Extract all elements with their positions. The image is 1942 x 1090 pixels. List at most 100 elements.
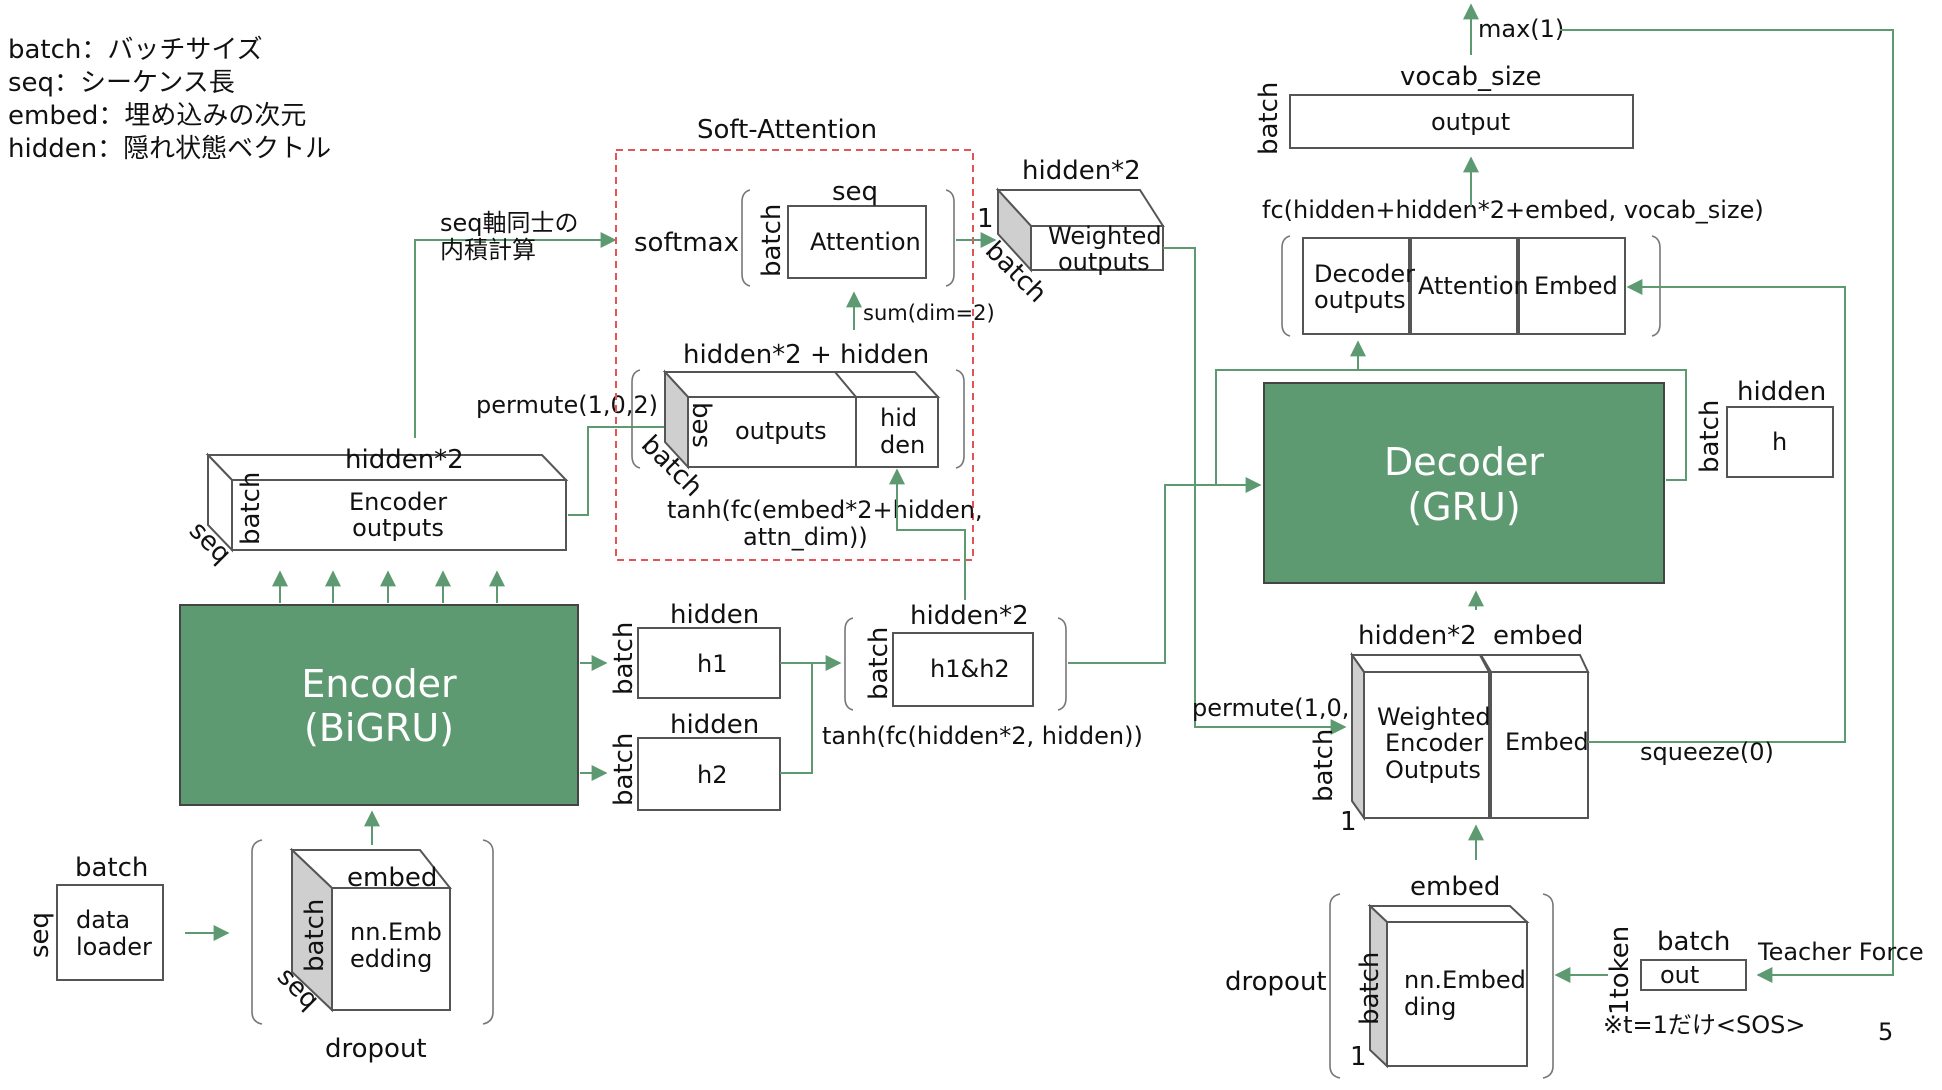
h1-box: h1 hidden batch: [609, 600, 781, 699]
weighted-enc-label-1: Weighted: [1377, 703, 1491, 731]
attention-top-label: seq: [832, 177, 878, 207]
enc-embedding-side-label: batch: [300, 899, 330, 972]
attn-hidden-label-2: den: [880, 431, 925, 459]
enc-outputs-label-1: Encoder: [349, 488, 447, 516]
enc-embedding-cube: nn.Emb edding embed batch seq: [271, 847, 453, 1016]
h1h2-box: h1&h2 hidden*2 batch: [864, 601, 1034, 707]
decoder-title-2: (GRU): [1407, 485, 1520, 529]
enc-embedding-label-2: edding: [350, 945, 432, 973]
decoder-title-1: Decoder: [1384, 440, 1544, 484]
output-box: output vocab_size batch: [1254, 62, 1634, 155]
concat-c1-label-1: Decoder: [1314, 260, 1415, 288]
squeeze-label: squeeze(0): [1640, 738, 1774, 766]
encoder-block: Encoder (BiGRU): [179, 604, 579, 806]
arrow-encoder-to-softmax: [414, 232, 617, 438]
h1h2-side-label: batch: [864, 627, 894, 700]
encoder-title-2: (BiGRU): [304, 706, 454, 750]
enc-outputs-side-label: batch: [236, 472, 266, 545]
arrow-h1h2-to-attn-hidden: [889, 468, 966, 600]
enc-dropout-caption: dropout: [325, 1034, 427, 1064]
encoder-output-arrows: [272, 570, 505, 603]
weighted-enc-label-2: Encoder: [1385, 729, 1483, 757]
data-loader-side-label: seq: [25, 912, 55, 958]
h1-label: h1: [697, 650, 727, 678]
weighted-outputs-side-label: 1: [977, 204, 994, 234]
h-box: h hidden batch: [1695, 377, 1834, 478]
attn-outputs-cube: outputs hid den hidden*2 + hidden seq ba…: [635, 340, 941, 503]
output-label: output: [1431, 108, 1510, 136]
sos-note: ※t=1だけ<SOS>: [1603, 1011, 1805, 1039]
attn-outputs-top-label: hidden*2 + hidden: [683, 340, 929, 370]
arrow-weighted-to-weighted-enc: [1163, 247, 1347, 735]
arrow-encoder-to-attn-outputs: [568, 419, 682, 516]
line-decoder-loop: [1215, 369, 1687, 485]
output-side-label: batch: [1254, 82, 1284, 155]
attention-box: Attention seq batch: [757, 177, 927, 279]
h1-side-label: batch: [609, 622, 639, 695]
legend-line-2: seq：シーケンス長: [8, 68, 235, 98]
weighted-enc-top-label: hidden*2: [1358, 621, 1477, 651]
enc-embedding-label-1: nn.Emb: [350, 918, 442, 946]
legend-line-3: embed：埋め込みの次元: [8, 101, 306, 131]
concat-c3-label: Embed: [1534, 272, 1618, 300]
tanh-embed-label-2: attn_dim)): [743, 523, 868, 551]
embed-cube: Embed embed: [1479, 621, 1590, 819]
data-loader-label-1: data: [76, 906, 130, 934]
dec-embedding-label-1: nn.Embed: [1404, 966, 1526, 994]
h2-label: h2: [697, 761, 727, 789]
dec-embedding-top-label: embed: [1410, 872, 1500, 902]
seq-dot-label-2: 内積計算: [440, 236, 536, 264]
concat-attention-box: [1410, 237, 1518, 335]
dec-embedding-bracket: [1329, 893, 1554, 1079]
h2-box: h2 hidden batch: [609, 710, 781, 811]
h-top-label: hidden: [1737, 377, 1826, 407]
h1-top-label: hidden: [670, 600, 759, 630]
attention-side-label: batch: [757, 204, 787, 277]
h2-top-label: hidden: [670, 710, 759, 740]
line-h1h2-to-decoder: [1068, 484, 1260, 664]
attn-outputs-side-label: seq: [684, 402, 714, 448]
out-top-label: batch: [1657, 927, 1730, 957]
dec-embedding-side-label: batch: [1355, 952, 1385, 1025]
weighted-enc-cube: Weighted Encoder Outputs hidden*2 batch …: [1309, 621, 1491, 837]
embed-box-top-label: embed: [1493, 621, 1583, 651]
enc-outputs-label-2: outputs: [352, 514, 444, 542]
out-label: out: [1660, 961, 1699, 989]
tanh-embed-label-1: tanh(fc(embed*2+hidden,: [667, 496, 983, 524]
embed-box-label: Embed: [1505, 728, 1589, 756]
dec-embedding-label-2: ding: [1404, 993, 1456, 1021]
concat-boxes: Decoder outputs Attention Embed: [1302, 237, 1626, 335]
data-loader-top-label: batch: [75, 853, 148, 883]
soft-attention-title: Soft-Attention: [697, 115, 877, 145]
fc-label: fc(hidden+hidden*2+embed, vocab_size): [1262, 196, 1764, 224]
enc-embedding-bracket: [251, 839, 494, 1025]
weighted-outputs-label-1: Weighted: [1048, 222, 1162, 250]
dec-embedding-depth-label: 1: [1350, 1042, 1367, 1072]
arrow-h2-to-h1h2: [780, 663, 813, 774]
h1h2-label: h1&h2: [930, 655, 1010, 683]
weighted-outputs-top-label: hidden*2: [1022, 156, 1141, 186]
concat-decoder-outputs-box: [1302, 237, 1410, 335]
weighted-enc-side-label: batch: [1309, 729, 1339, 802]
seq-dot-label-1: seq軸同士の: [440, 209, 579, 237]
dec-dropout-caption: dropout: [1225, 967, 1327, 997]
permute-enc-label: permute(1,0,2): [476, 391, 658, 419]
encoder-title-1: Encoder: [301, 662, 457, 706]
out-side-label: 1token: [1605, 926, 1635, 1015]
sum-dim-label: sum(dim=2): [863, 301, 995, 325]
softmax-label: softmax: [634, 228, 739, 258]
attn-hidden-label-1: hid: [880, 404, 917, 432]
legend-line-1: batch：バッチサイズ: [8, 35, 263, 65]
weighted-enc-depth-label: 1: [1340, 807, 1357, 837]
attn-outputs-bracket: [631, 369, 965, 469]
output-top-label: vocab_size: [1400, 62, 1541, 92]
concat-c1-label-2: outputs: [1314, 286, 1406, 314]
concat-c2-label: Attention: [1418, 272, 1529, 300]
attention-bracket: [741, 189, 955, 287]
encoder-outputs-cube: Encoder outputs hidden*2 batch seq: [183, 445, 569, 570]
page-number: 5: [1878, 1018, 1893, 1046]
enc-outputs-top-label: hidden*2: [345, 445, 464, 475]
h-side-label: batch: [1695, 400, 1725, 473]
arrow-embed-to-concat: [1588, 279, 1846, 743]
